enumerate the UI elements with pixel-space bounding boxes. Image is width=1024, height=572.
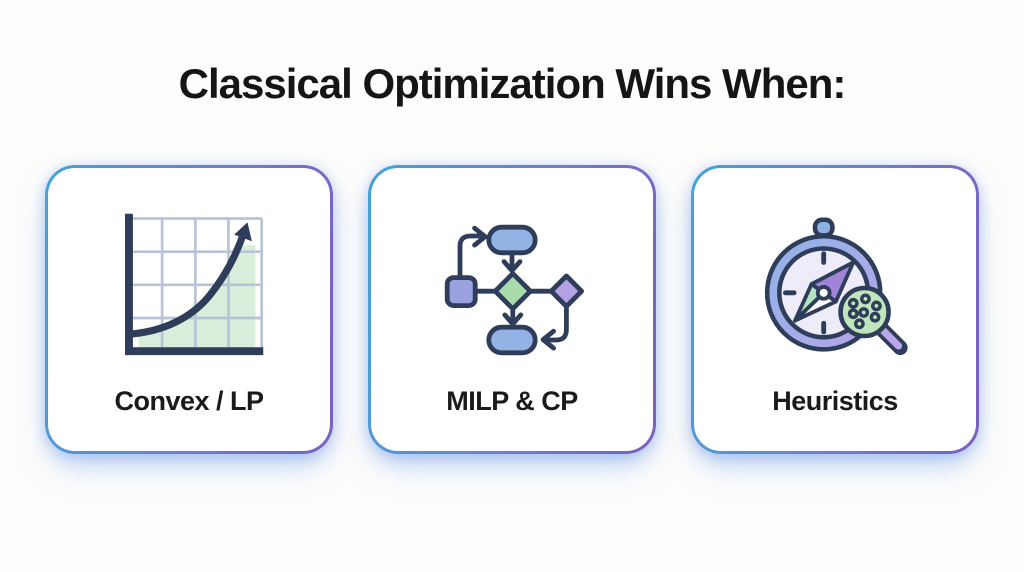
card-milp-cp: MILP & CP (368, 165, 656, 454)
card-label: Heuristics (772, 386, 898, 416)
card-milp-cp-body: MILP & CP (371, 168, 653, 451)
growth-chart-icon (110, 204, 268, 372)
card-convex-lp: Convex / LP (45, 165, 333, 454)
card-convex-lp-body: Convex / LP (48, 168, 330, 451)
compass-magnifier-icon (748, 204, 922, 372)
card-heuristics: Heuristics (691, 165, 979, 454)
card-label: MILP & CP (446, 386, 578, 416)
page-title: Classical Optimization Wins When: (178, 60, 847, 107)
card-heuristics-body: Heuristics (694, 168, 976, 451)
flowchart-icon (432, 204, 592, 372)
card-label: Convex / LP (114, 386, 264, 416)
